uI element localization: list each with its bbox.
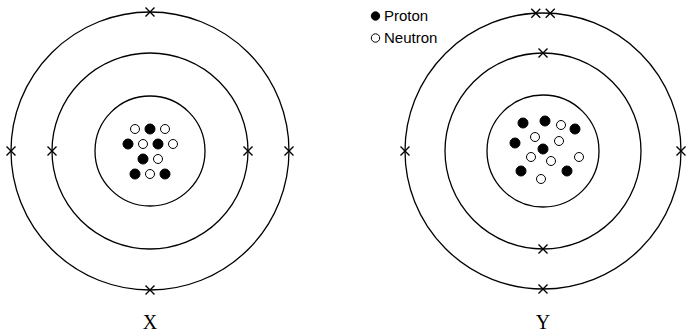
nucleus-circle	[95, 96, 205, 206]
nucleus-circle	[487, 95, 599, 207]
proton-dot	[538, 144, 548, 154]
proton-dot	[145, 124, 155, 134]
proton-dot	[562, 166, 572, 176]
neutron-dot	[527, 153, 536, 162]
neutron-dot	[531, 133, 540, 142]
electron-shell	[52, 53, 248, 249]
legend-swatch	[370, 28, 382, 48]
neutron-dot	[154, 155, 163, 164]
electron-shell	[445, 53, 641, 249]
neutron-dot	[169, 140, 178, 149]
legend-entry: Neutron	[370, 28, 437, 48]
legend-entry: Proton	[370, 6, 428, 26]
proton-dot	[138, 154, 148, 164]
neutron-dot	[537, 175, 546, 184]
proton-dot	[123, 139, 133, 149]
neutron-dot	[146, 170, 155, 179]
electron-cross	[539, 245, 548, 254]
electron-cross	[401, 147, 410, 156]
neutron-dot	[575, 153, 584, 162]
neutron-dot	[557, 121, 566, 130]
electron-cross	[539, 285, 548, 294]
proton-sample	[371, 12, 379, 20]
electron-shell	[405, 13, 681, 289]
proton-dot	[130, 169, 140, 179]
legend-text: Proton	[384, 6, 428, 26]
atom-label: Y	[536, 311, 550, 334]
electron-cross	[677, 147, 686, 156]
proton-dot	[160, 169, 170, 179]
legend-swatch	[370, 6, 382, 26]
atom-label: X	[143, 311, 157, 334]
electron-cross	[48, 147, 57, 156]
proton-dot	[540, 116, 550, 126]
proton-dot	[516, 166, 526, 176]
atom-model	[401, 9, 686, 294]
electron-shell	[11, 12, 289, 290]
neutron-dot	[547, 157, 556, 166]
electron-cross	[539, 49, 548, 58]
neutron-dot	[139, 140, 148, 149]
electron-cross	[146, 286, 155, 295]
proton-dot	[153, 139, 163, 149]
neutron-dot	[131, 125, 140, 134]
atom-model	[7, 8, 294, 295]
proton-dot	[510, 138, 520, 148]
electron-cross	[146, 8, 155, 17]
proton-dot	[570, 124, 580, 134]
electron-cross	[285, 147, 294, 156]
proton-dot	[518, 118, 528, 128]
neutron-dot	[161, 125, 170, 134]
electron-cross	[531, 9, 540, 18]
neutron-sample	[371, 34, 379, 42]
legend-text: Neutron	[384, 28, 437, 48]
electron-cross	[546, 9, 555, 18]
electron-cross	[7, 147, 16, 156]
electron-cross	[244, 147, 253, 156]
neutron-dot	[555, 137, 564, 146]
